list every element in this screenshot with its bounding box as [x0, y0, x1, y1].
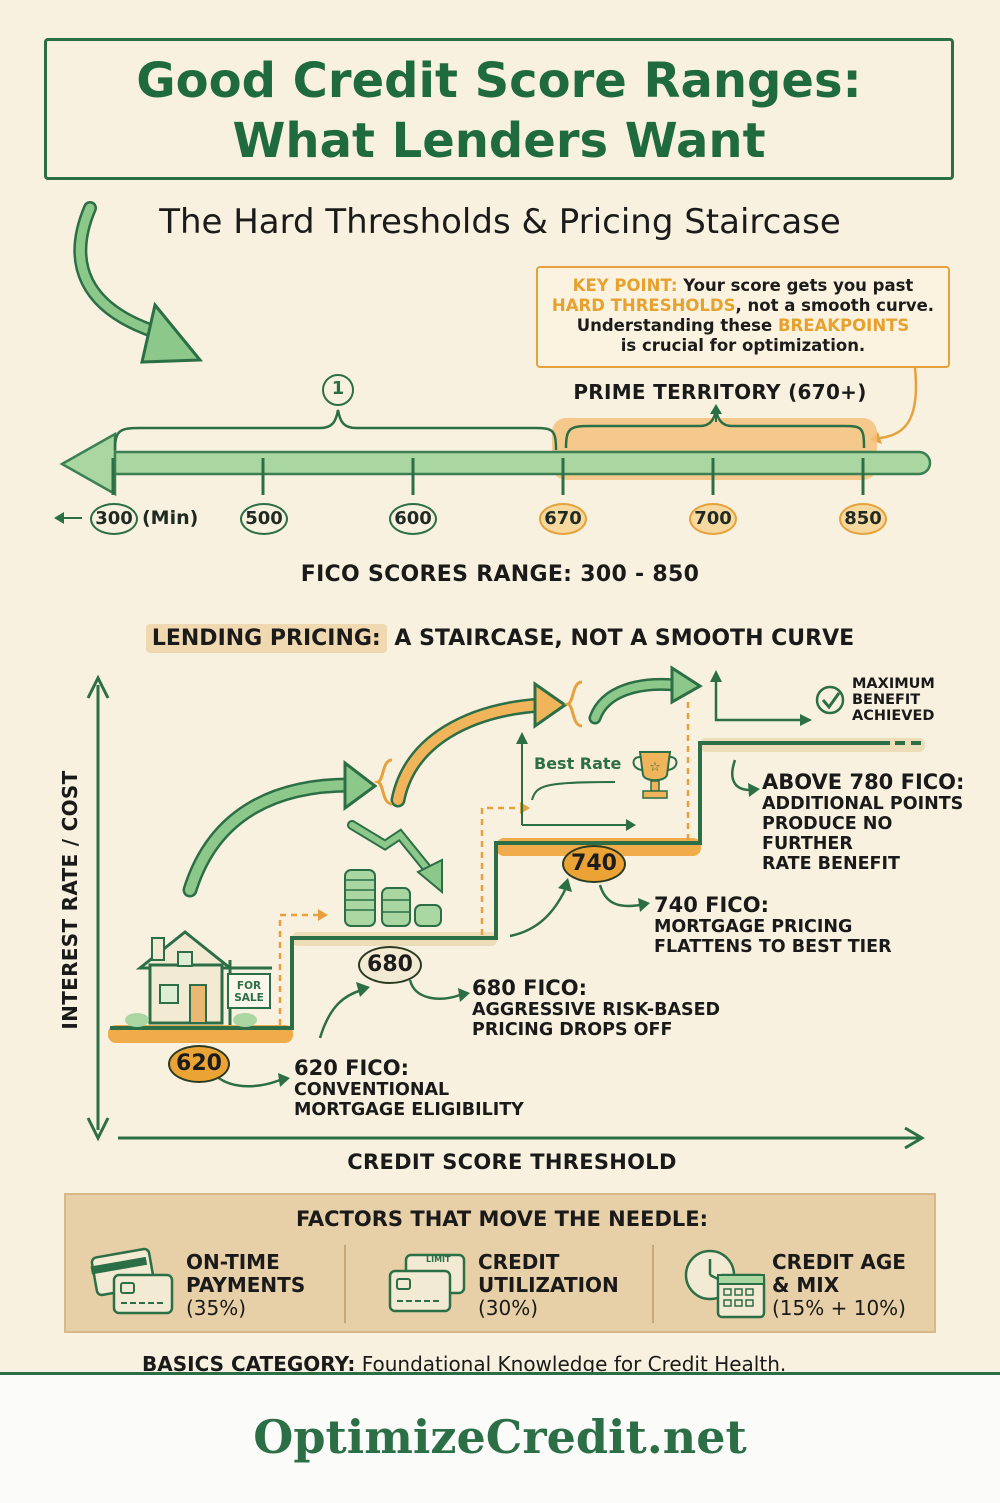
key-point-text-4: is crucial for optimization. [620, 336, 866, 355]
scale-marker: 1 [331, 378, 345, 399]
factor-utilization-line-3: (30%) [478, 1296, 539, 1320]
note-680-title: 680 FICO: [472, 976, 587, 1000]
title-line-1: Good Credit Score Ranges: [136, 53, 862, 109]
tick-670: 670 [539, 503, 587, 535]
check-icon [815, 685, 845, 715]
curved-arrow-2-icon [533, 681, 568, 729]
tick-850: 850 [839, 503, 887, 535]
factor-age-mix-line-1: CREDIT AGE [772, 1250, 906, 1274]
staircase-diagram: ☆ [86, 665, 925, 1150]
factor-age-mix-line-3: (15% + 10%) [772, 1296, 906, 1320]
trophy-icon: ☆ [632, 751, 678, 799]
prime-territory-label: PRIME TERRITORY (670+) [573, 380, 867, 404]
tick-500: 500 [240, 503, 288, 535]
tick-min-label: (Min) [142, 507, 199, 529]
note-780: ABOVE 780 FICO: ADDITIONAL POINTS PRODUC… [762, 770, 964, 874]
key-point-box: KEY POINT: Your score gets you past HARD… [536, 266, 950, 368]
key-point-text-2: , not a smooth curve. [735, 296, 935, 315]
credit-cards-icon [90, 1247, 174, 1315]
note-680-line-1: AGGRESSIVE RISK-BASED [472, 1000, 721, 1020]
site-name[interactable]: OptimizeCredit.net [253, 1410, 747, 1464]
badge-620: 620 [168, 1045, 230, 1083]
title-line-2: What Lenders Want [232, 113, 766, 169]
badge-680: 680 [358, 946, 422, 984]
for-sale-sign [227, 973, 271, 1009]
max-benefit-line-1: MAXIMUM [852, 676, 935, 692]
note-780-line-1: ADDITIONAL POINTS [762, 794, 964, 814]
score-scale [54, 367, 932, 524]
note-680-line-2: PRICING DROPS OFF [472, 1020, 673, 1040]
tick-700: 700 [689, 503, 737, 535]
key-point-text-1: Your score gets you past [683, 276, 914, 295]
factor-utilization-line-2: UTILIZATION [478, 1273, 619, 1297]
badge-740: 740 [562, 845, 626, 883]
note-620-title: 620 FICO: [294, 1056, 409, 1080]
note-740-title: 740 FICO: [654, 893, 769, 917]
clock-calendar-icon [684, 1249, 766, 1319]
note-780-line-2: PRODUCE NO [762, 814, 893, 834]
factor-payments-line-1: ON-TIME [186, 1250, 280, 1274]
card-limit-text: LIMIT [426, 1255, 451, 1264]
footer [0, 1372, 1000, 1503]
coins-icon [344, 820, 443, 927]
factor-payments-line-2: PAYMENTS [186, 1273, 306, 1297]
curved-arrow-1-icon [343, 759, 378, 811]
subtitle: The Hard Thresholds & Pricing Staircase [159, 202, 841, 242]
tick-600: 600 [389, 503, 437, 535]
house-icon [125, 930, 272, 1027]
pricing-heading-highlight: LENDING PRICING: [145, 624, 387, 653]
tick-300: 300 [90, 503, 138, 535]
credit-card-limit-icon [388, 1253, 466, 1313]
note-680: 680 FICO: AGGRESSIVE RISK-BASED PRICING … [472, 976, 720, 1040]
curved-arrow-3-icon [670, 665, 703, 705]
factor-payments-line-3: (35%) [186, 1296, 247, 1320]
note-780-line-3: FURTHER [762, 834, 853, 854]
note-620: 620 FICO: CONVENTIONAL MORTGAGE ELIGIBIL… [294, 1056, 524, 1120]
key-point-label: KEY POINT: [572, 276, 678, 295]
factor-utilization: CREDIT UTILIZATION (30%) [478, 1251, 619, 1320]
factor-utilization-line-1: CREDIT [478, 1250, 560, 1274]
note-620-line-1: CONVENTIONAL [294, 1080, 450, 1100]
scale-left-arrow-icon [59, 431, 117, 497]
key-point-text-3: Understanding these [576, 316, 773, 335]
best-rate-label: Best Rate [534, 754, 622, 773]
note-620-line-2: MORTGAGE ELIGIBILITY [294, 1100, 524, 1120]
scale-range-label: FICO SCORES RANGE: 300 - 850 [300, 562, 700, 587]
key-point-highlight-1: HARD THRESHOLDS [551, 296, 736, 315]
max-benefit-line-3: ACHIEVED [852, 708, 935, 724]
for-sale-text: FOR SALE [234, 980, 264, 1004]
swoosh-arrow-icon [73, 201, 204, 364]
range-brace [113, 409, 558, 451]
factors-title: FACTORS THAT MOVE THE NEEDLE: [295, 1207, 708, 1231]
max-benefit-line-2: BENEFIT [852, 692, 921, 708]
factors-panel: FACTORS THAT MOVE THE NEEDLE: ON-TIME PA… [64, 1193, 936, 1333]
note-780-line-4: RATE BENEFIT [762, 854, 900, 874]
note-780-title: ABOVE 780 FICO: [762, 770, 965, 794]
note-740-line-1: MORTGAGE PRICING [654, 917, 853, 937]
y-axis-label: INTEREST RATE / COST [58, 770, 82, 1030]
note-740-line-2: FLATTENS TO BEST TIER [654, 937, 892, 957]
svg-text:☆: ☆ [649, 760, 661, 775]
pricing-heading-rest: A STAIRCASE, NOT A SMOOTH CURVE [394, 626, 855, 651]
max-benefit-label: MAXIMUM BENEFIT ACHIEVED [852, 676, 935, 724]
factor-age-mix-line-2: & MIX [772, 1273, 840, 1297]
x-axis-label: CREDIT SCORE THRESHOLD [347, 1150, 677, 1174]
note-740: 740 FICO: MORTGAGE PRICING FLATTENS TO B… [654, 893, 892, 957]
factor-age-mix: CREDIT AGE & MIX (15% + 10%) [772, 1251, 906, 1320]
key-point-highlight-2: BREAKPOINTS [777, 316, 910, 335]
pricing-heading: LENDING PRICING: A STAIRCASE, NOT A SMOO… [0, 624, 1000, 653]
factor-payments: ON-TIME PAYMENTS (35%) [186, 1251, 305, 1320]
title-box: Good Credit Score Ranges: What Lenders W… [44, 38, 954, 180]
staircase-line [110, 741, 890, 1030]
